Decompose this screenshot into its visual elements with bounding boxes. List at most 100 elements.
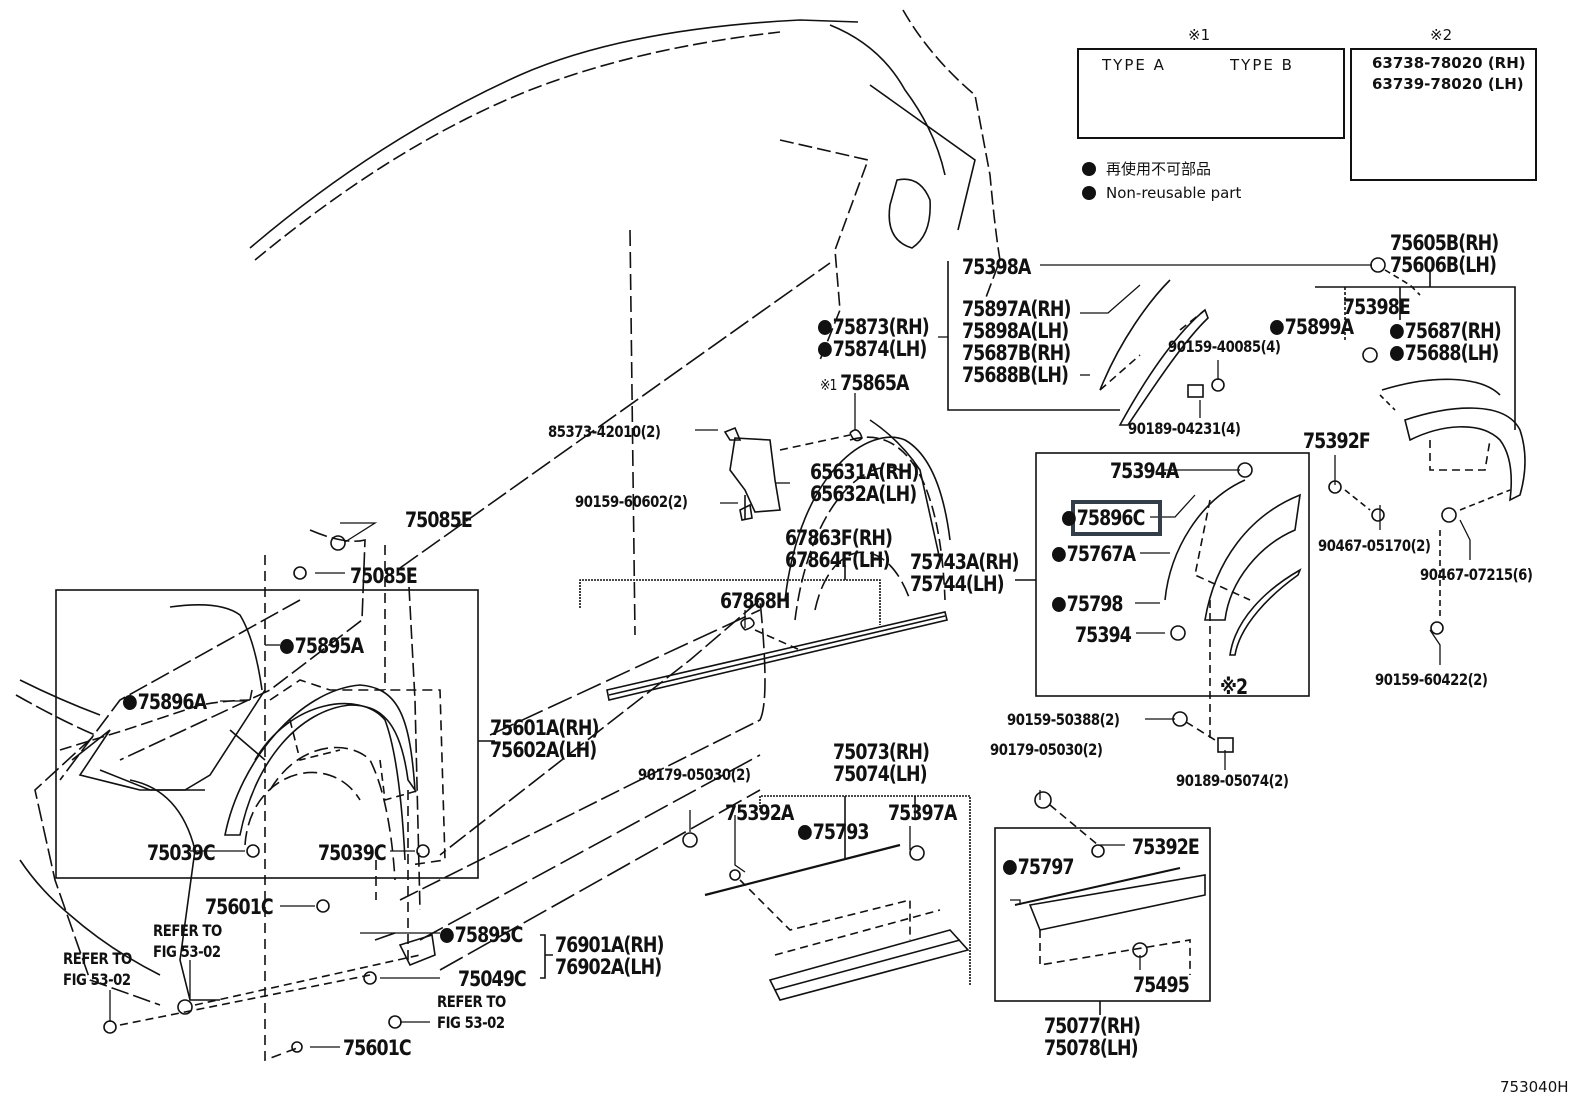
non-reusable-dot-icon <box>280 639 294 654</box>
part-callout-67864f[interactable]: 67864F(LH) <box>785 549 891 571</box>
part-callout-75767a[interactable]: 75767A <box>1052 543 1136 565</box>
part-callout-75392f[interactable]: 75392F <box>1303 430 1371 452</box>
part-callout-90467-07215[interactable]: 90467-07215(6) <box>1420 566 1533 584</box>
part-callout-75039c-2[interactable]: 75039C <box>318 841 387 865</box>
part-callout-75898a[interactable]: 75898A(LH) <box>962 320 1069 342</box>
part-callout-75899a[interactable]: 75899A <box>1270 316 1354 338</box>
part-number: REFER TO <box>437 992 506 1011</box>
part-number: 90159-60602(2) <box>575 492 688 511</box>
part-callout-refer-2a[interactable]: REFER TO <box>63 950 132 968</box>
part-sketches <box>103 257 1526 1062</box>
part-callout-76901a[interactable]: 76901A(RH) <box>555 934 664 956</box>
part-callout-refer-3a[interactable]: REFER TO <box>437 993 506 1011</box>
part-number: 75085E <box>350 564 418 588</box>
note2-part-lh[interactable]: 63739-78020 (LH) <box>1372 75 1524 93</box>
part-callout-refer-1a[interactable]: REFER TO <box>153 922 222 940</box>
part-callout-75873[interactable]: 75873(RH) <box>818 316 930 338</box>
part-number: 75397A <box>888 801 957 825</box>
part-number: 75793 <box>812 820 870 844</box>
part-callout-75392e[interactable]: 75392E <box>1132 836 1200 858</box>
part-callout-75687b[interactable]: 75687B(RH) <box>962 342 1071 364</box>
part-callout-75601c-1[interactable]: 75601C <box>205 896 274 918</box>
part-number: 90189-04231(4) <box>1128 419 1241 438</box>
part-callout-75397a[interactable]: 75397A <box>888 801 957 825</box>
part-number: 76901A(RH) <box>555 933 664 957</box>
part-callout-75798[interactable]: 75798 <box>1052 592 1124 616</box>
part-callout-75398a[interactable]: 75398A <box>962 256 1031 278</box>
part-callout-75688b[interactable]: 75688B(LH) <box>962 364 1069 386</box>
part-callout-75896c[interactable]: 75896C <box>1062 507 1145 529</box>
part-callout-75085e-2[interactable]: 75085E <box>350 564 418 588</box>
part-number: 75074(LH) <box>833 762 928 786</box>
part-callout-75077[interactable]: 75077(RH) <box>1044 1015 1141 1037</box>
part-callout-90467-05170[interactable]: 90467-05170(2) <box>1318 537 1431 555</box>
part-callout-75896a[interactable]: 75896A <box>123 690 207 714</box>
part-callout-90179-05030-2[interactable]: 90179-05030(2) <box>990 741 1103 759</box>
part-callout-75895a[interactable]: 75895A <box>280 635 364 657</box>
part-callout-75602a[interactable]: 75602A(LH) <box>490 738 597 762</box>
part-callout-75744[interactable]: 75744(LH) <box>910 573 1005 595</box>
part-callout-refer-3b[interactable]: FIG 53-02 <box>437 1014 505 1032</box>
part-number: 75874(LH) <box>832 337 928 361</box>
part-callout-75398e[interactable]: 75398E <box>1343 296 1411 318</box>
part-callout-75743a[interactable]: 75743A(RH) <box>910 551 1019 573</box>
part-number: 75039C <box>318 841 387 865</box>
part-callout-75078[interactable]: 75078(LH) <box>1044 1037 1139 1059</box>
part-number: 67868H <box>720 589 790 613</box>
note2-part-rh[interactable]: 63738-78020 (RH) <box>1372 54 1526 72</box>
part-callout-75797[interactable]: 75797 <box>1003 856 1075 878</box>
non-reusable-dot-icon <box>1082 186 1096 200</box>
part-callout-90189-05074[interactable]: 90189-05074(2) <box>1176 772 1289 790</box>
part-number: 75865A <box>840 371 909 395</box>
part-callout-refer-1b[interactable]: FIG 53-02 <box>153 943 221 961</box>
part-callout-65631a[interactable]: 65631A(RH) <box>810 461 919 483</box>
part-number: 75896A <box>137 690 207 714</box>
part-callout-75897a[interactable]: 75897A(RH) <box>962 298 1071 320</box>
part-callout-75392a[interactable]: 75392A <box>725 802 794 824</box>
type-b-label: TYPE B <box>1230 56 1294 74</box>
part-callout-90159-60422[interactable]: 90159-60422(2) <box>1375 671 1488 689</box>
non-reusable-dot-icon <box>798 825 812 840</box>
part-callout-75605b[interactable]: 75605B(RH) <box>1390 232 1499 254</box>
part-callout-75601c-2[interactable]: 75601C <box>343 1037 412 1059</box>
part-callout-76902a[interactable]: 76902A(LH) <box>555 955 662 979</box>
part-callout-90179-05030-1[interactable]: 90179-05030(2) <box>638 766 751 784</box>
part-callout-refer-2b[interactable]: FIG 53-02 <box>63 971 131 989</box>
clip-type-table <box>1077 48 1345 139</box>
part-callout-75073[interactable]: 75073(RH) <box>833 741 930 763</box>
part-callout-75394[interactable]: 75394 <box>1075 624 1132 646</box>
part-number: 75798 <box>1066 592 1124 616</box>
part-callout-67868h[interactable]: 67868H <box>720 590 790 612</box>
part-callout-90189-04231[interactable]: 90189-04231(4) <box>1128 420 1241 438</box>
part-number: 75602A(LH) <box>490 738 597 762</box>
part-callout-85373-42010[interactable]: 85373-42010(2) <box>548 423 661 441</box>
part-number: 90179-05030(2) <box>638 765 751 784</box>
part-callout-75049c[interactable]: 75049C <box>458 968 527 990</box>
part-number: 76902A(LH) <box>555 955 662 979</box>
part-callout-75687[interactable]: 75687(RH) <box>1390 319 1502 343</box>
part-number: 75687(RH) <box>1404 319 1502 343</box>
part-callout-75495[interactable]: 75495 <box>1133 973 1190 997</box>
part-callout-75601a[interactable]: 75601A(RH) <box>490 717 599 739</box>
part-callout-75688[interactable]: 75688(LH) <box>1390 342 1499 364</box>
part-callout-note2-mark[interactable]: ※2 <box>1220 676 1248 698</box>
part-callout-75039c-1[interactable]: 75039C <box>147 842 216 864</box>
part-callout-75394a[interactable]: 75394A <box>1110 460 1179 482</box>
part-callout-90159-40085[interactable]: 90159-40085(4) <box>1168 338 1281 356</box>
part-callout-75895c[interactable]: 75895C <box>440 924 523 946</box>
part-callout-65632a[interactable]: 65632A(LH) <box>810 483 917 505</box>
non-reusable-dot-icon <box>1390 346 1404 361</box>
part-callout-67863f[interactable]: 67863F(RH) <box>785 527 893 549</box>
part-callout-75606b[interactable]: 75606B(LH) <box>1390 254 1497 276</box>
part-callout-75793[interactable]: 75793 <box>798 820 870 844</box>
part-number: 75495 <box>1133 973 1190 997</box>
part-callout-90159-50388[interactable]: 90159-50388(2) <box>1007 711 1120 729</box>
part-callout-75074[interactable]: 75074(LH) <box>833 762 928 786</box>
part-callout-90159-60602[interactable]: 90159-60602(2) <box>575 493 688 511</box>
part-callout-75874[interactable]: 75874(LH) <box>818 337 928 361</box>
part-callout-75085e-1[interactable]: 75085E <box>405 509 473 531</box>
non-reusable-dot-icon <box>123 695 137 710</box>
